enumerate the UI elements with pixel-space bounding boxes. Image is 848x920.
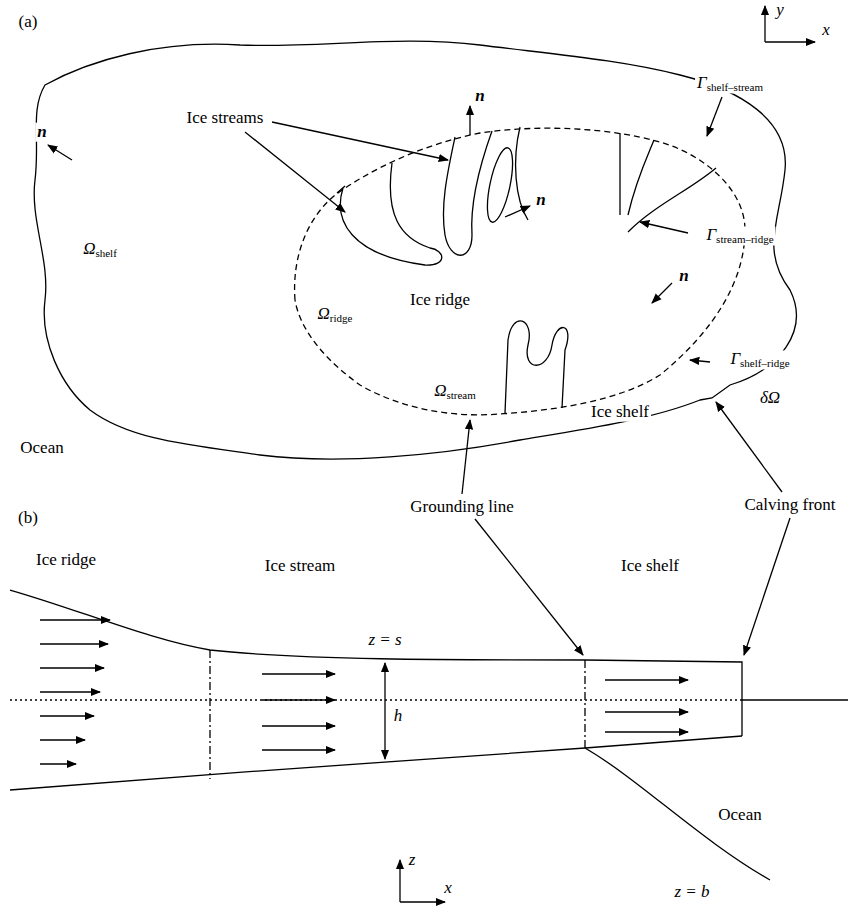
flow-arrow [40,667,104,668]
leader-arrow [475,519,583,655]
flow-arrow [605,679,688,680]
ice-surface [10,590,742,736]
boundary-label: Γstream–ridge [704,226,775,245]
normal-arrow [469,106,470,135]
boundary-label: Γshelf–stream [695,74,765,93]
leader-arrow [716,402,782,492]
domain-label: Ωstream [432,382,478,401]
domain-label: Ωridge [316,305,355,324]
normal-label: n [35,123,48,142]
axis-arrow [399,860,400,902]
region-label: Ice shelf [619,557,681,576]
ice-outline [34,41,796,459]
axis-label: x [442,879,454,898]
shelf-base [585,736,742,748]
flow-arrow [40,763,76,764]
flow-arrow [605,731,688,732]
ice-stream-outlines [337,127,716,413]
boundary-label: Γshelf–ridge [728,350,791,369]
grounding-line [295,128,745,415]
surface-label: z = s [366,631,403,650]
flow-arrow [262,725,335,726]
callout-label: Calving front [742,496,837,515]
axis-arrow [400,901,445,902]
zone-divider [584,660,585,748]
region-label: Ocean [716,806,763,825]
zone-divider [209,650,210,779]
region-label: Ocean [18,439,65,458]
leader-arrow [462,420,470,494]
normal-label: n [677,267,690,286]
region-label: Ice streams [185,109,266,128]
flow-arrow [40,739,85,740]
leader-arrow [245,132,345,212]
axis-arrow [765,41,815,42]
normal-arrow [652,283,672,303]
flow-arrow [262,749,335,750]
bed-label: z = b [672,883,711,902]
axis-arrow [764,6,765,42]
flow-arrow [40,715,94,716]
sea-level [10,699,742,700]
ocean-surface [742,699,848,700]
axis-label: y [774,1,786,20]
thickness-arrow [384,663,385,759]
region-label: Ice shelf [589,403,651,422]
leader-arrow [272,122,448,160]
flow-arrow [40,619,110,620]
region-label: Ice ridge [408,291,472,310]
leader-arrow [707,97,722,136]
leader-arrow [744,518,790,655]
flow-arrows [40,620,688,764]
bed [10,748,770,880]
boundary-label: δΩ [758,389,782,408]
panel-label: (a) [17,13,40,32]
leader-arrow [690,360,710,362]
thickness-label: h [392,707,405,726]
callout-label: Grounding line [408,498,515,517]
region-label: Ice stream [263,557,337,576]
normal-label: n [534,191,547,210]
panel-label: (b) [16,509,40,528]
domain-label: Ωshelf [81,240,119,259]
axis-label: z [407,851,418,870]
normal-arrow [48,145,72,160]
leader-arrow [640,222,688,233]
normal-label: n [473,87,486,106]
flow-arrow [40,643,108,644]
flow-arrow [262,699,335,700]
normal-arrow [505,206,530,217]
flow-arrow [605,711,688,712]
axis-label: x [820,21,832,40]
region-label: Ice ridge [34,551,98,570]
flow-arrow [40,691,100,692]
flow-arrow [262,673,335,674]
